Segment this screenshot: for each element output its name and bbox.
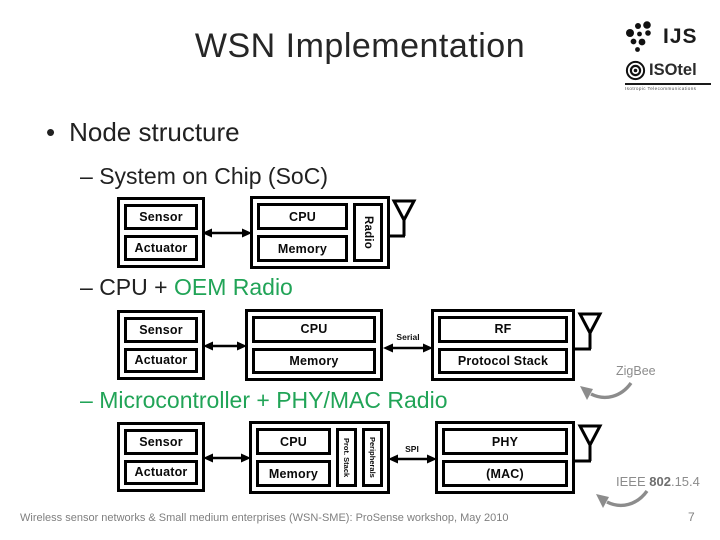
mcu-sensor-box: Sensor	[124, 429, 198, 455]
bullet-node-structure-label: Node structure	[69, 117, 240, 147]
soc-cpu-box: CPU	[257, 203, 348, 230]
zigbee-curved-arrow-icon	[580, 381, 633, 400]
ieee-annotation-prefix: IEEE	[616, 474, 650, 489]
oem-antenna-icon	[573, 312, 603, 351]
mcu-actuator-box: Actuator	[124, 459, 198, 485]
heading-oem-radio: – CPU + OEM Radio	[80, 274, 293, 301]
heading-mcu-radio: – Microcontroller + PHY/MAC Radio	[80, 387, 448, 414]
page-title: WSN Implementation	[194, 27, 526, 65]
bullet-node-structure: • Node structure	[46, 117, 240, 148]
ijs-logo: IJS	[625, 20, 698, 54]
isotel-logo-text: ISOtel	[649, 61, 697, 79]
soc-bus-arrow-icon	[202, 228, 252, 238]
mcu-mac-box: (MAC)	[442, 460, 568, 487]
oem-io-box: Sensor Actuator	[117, 310, 205, 380]
soc-memory-box: Memory	[257, 235, 348, 262]
mcu-cpu-box: CPU	[256, 428, 331, 455]
heading-mcu-dash: –	[80, 387, 100, 413]
page-number: 7	[688, 510, 695, 524]
soc-chip-box: CPU Memory Radio	[250, 196, 390, 269]
oem-io-bus-arrow-icon	[203, 341, 247, 351]
oem-cpu-inner-box: CPU	[252, 316, 376, 343]
oem-radio-box: RF Protocol Stack	[431, 309, 575, 381]
mcu-spi-arrow-icon	[388, 454, 437, 464]
heading-oem-black: CPU +	[99, 274, 174, 300]
soc-sensor-box: Sensor	[124, 204, 198, 230]
mcu-phy-box: PHY	[442, 428, 568, 455]
heading-mcu-green: Microcontroller + PHY/MAC Radio	[99, 387, 448, 413]
oem-memory-box: Memory	[252, 347, 376, 374]
oem-sensor-box: Sensor	[124, 317, 198, 343]
heading-soc-dash: –	[80, 163, 100, 189]
mcu-io-box: Sensor Actuator	[117, 422, 205, 492]
ieee-annotation-bold: 802	[649, 474, 671, 489]
oem-serial-label: Serial	[396, 332, 420, 342]
soc-io-box: Sensor Actuator	[117, 197, 205, 268]
mcu-chip-box: CPU Memory Prot. Stack Peripherals	[249, 421, 390, 494]
oem-actuator-box: Actuator	[124, 347, 198, 373]
mcu-io-bus-arrow-icon	[203, 453, 251, 463]
mcu-prot-stack-box: Prot. Stack	[336, 428, 357, 487]
bullet-dot: •	[46, 117, 56, 147]
heading-oem-green: OEM Radio	[173, 274, 293, 300]
ieee-curved-arrow-icon	[596, 489, 649, 508]
oem-cpu-box: CPU Memory	[245, 309, 383, 381]
isotel-tagline: Isotropic Telecommunications	[625, 83, 711, 91]
oem-serial-arrow-icon	[383, 343, 433, 353]
isotel-logo-icon	[625, 60, 646, 81]
soc-antenna-icon	[387, 199, 417, 238]
ijs-logo-dots-icon	[626, 21, 651, 52]
ieee-annotation-suffix: .15.4	[670, 474, 700, 489]
isotel-logo: ISOtel	[625, 60, 697, 81]
oem-rf-box: RF	[438, 316, 568, 343]
zigbee-annotation: ZigBee	[616, 364, 656, 378]
ijs-logo-text: IJS	[663, 25, 698, 48]
mcu-radio-box: PHY (MAC)	[435, 421, 575, 494]
footer-text: Wireless sensor networks & Small medium …	[20, 512, 509, 524]
mcu-peripherals-box: Peripherals	[362, 428, 383, 487]
oem-protocol-stack-box: Protocol Stack	[438, 347, 568, 374]
heading-oem-dash: –	[80, 274, 100, 300]
ieee-annotation: IEEE 802.15.4	[616, 474, 700, 489]
mcu-spi-label: SPI	[405, 444, 419, 454]
heading-soc-label: System on Chip (SoC)	[99, 163, 328, 189]
soc-radio-box: Radio	[353, 203, 383, 262]
mcu-antenna-icon	[573, 424, 603, 463]
mcu-memory-box: Memory	[256, 460, 331, 487]
soc-actuator-box: Actuator	[124, 235, 198, 261]
heading-soc: – System on Chip (SoC)	[80, 163, 328, 190]
